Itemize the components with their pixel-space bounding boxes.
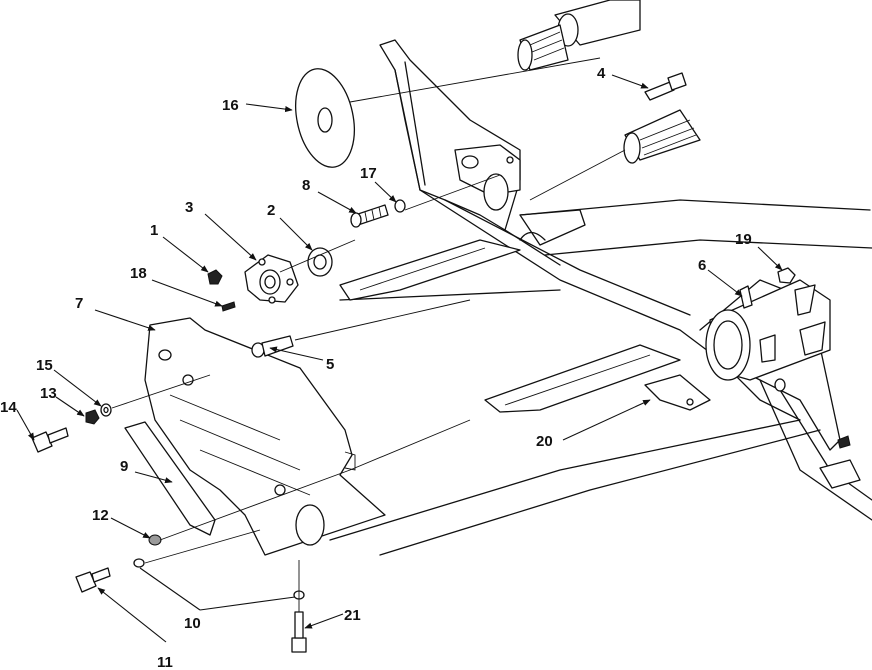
part-8-bolt [350,204,389,228]
callout-labels: 16 4 17 8 2 3 1 18 7 5 15 13 14 9 12 10 … [0,65,752,670]
callout-4: 4 [597,65,606,82]
part-20-bracket [644,374,711,411]
part-11-bolt [75,567,111,593]
callout-2: 2 [267,202,275,219]
part-6-housing [705,279,831,392]
part-12-plug [148,534,162,546]
callout-16: 16 [222,97,239,114]
callout-3: 3 [185,199,193,216]
part-15-washer [100,403,112,417]
leader-lines [16,74,783,643]
part-18-screw [221,301,236,312]
callout-10: 10 [184,615,201,632]
footrest-lower [484,344,681,413]
frame-foot [819,435,861,489]
callout-20: 20 [536,433,553,450]
callout-13: 13 [40,385,57,402]
part-17-washer [394,199,406,213]
part-7-guard [144,317,386,556]
callout-21: 21 [344,607,361,624]
frame-plate [454,144,521,211]
callout-9: 9 [120,458,128,475]
part-13-nut [85,409,100,425]
callout-18: 18 [130,265,147,282]
drive-shaft [517,0,641,71]
callout-8: 8 [302,177,310,194]
footrest-upper [339,239,521,301]
part-1-nut [207,269,223,285]
part-19-nut [777,267,796,284]
callout-7: 7 [75,295,83,312]
callout-6: 6 [698,257,706,274]
callout-12: 12 [92,507,109,524]
callout-5: 5 [326,356,334,373]
part-2-bearing [307,247,333,277]
part-21-bolt [291,611,307,653]
callout-17: 17 [360,165,377,182]
secondary-shaft [623,109,701,164]
part-5-bolt [251,335,294,358]
assembly-lines [111,57,626,612]
callout-11: 11 [157,654,173,670]
callout-1: 1 [150,222,158,239]
callout-15: 15 [36,357,53,374]
part-4-bolt [644,72,687,101]
part-14-bolt [31,427,69,453]
part-10-washer-left [133,558,145,568]
callout-14: 14 [0,399,17,416]
part-3-flange [244,254,299,304]
callout-19: 19 [735,231,752,248]
part-16-disk [295,68,355,168]
